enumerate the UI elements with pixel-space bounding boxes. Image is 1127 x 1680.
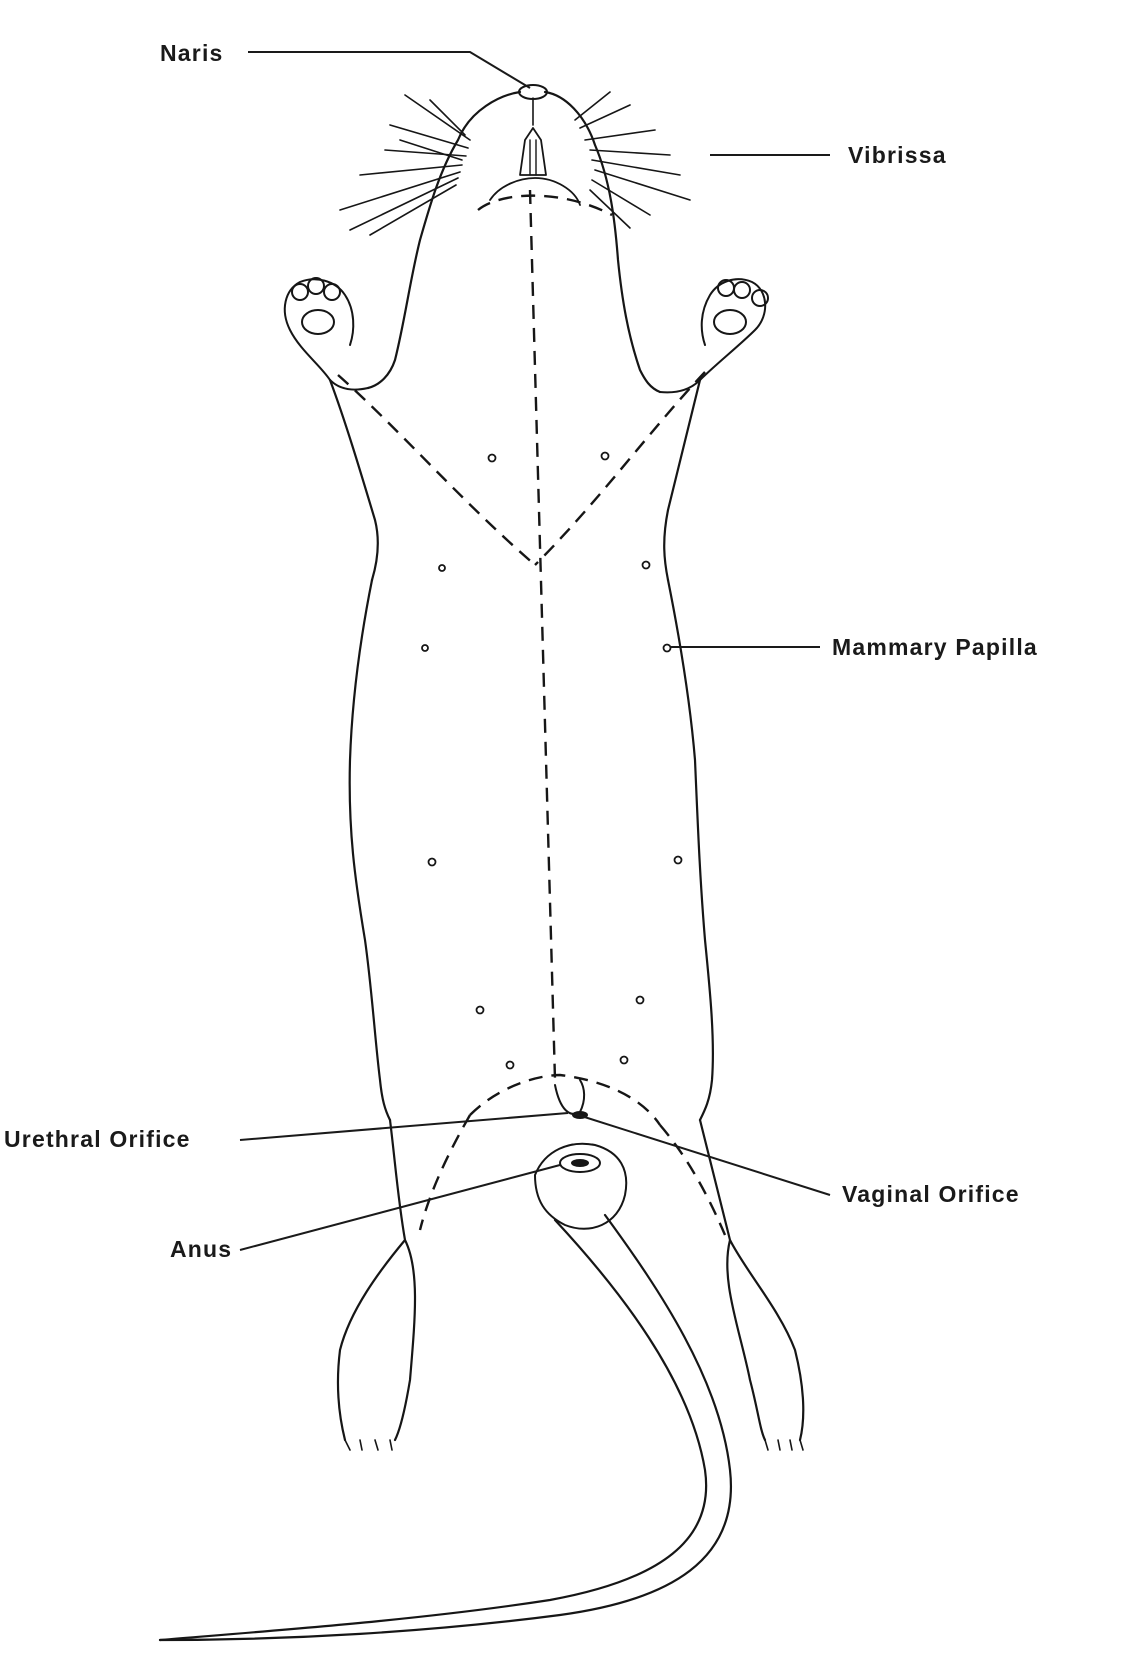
right-forepaw (699, 278, 769, 381)
neck-dashed-arc (477, 194, 613, 217)
mammary-papillae (421, 451, 683, 1070)
perineum (534, 1142, 628, 1230)
right-leg-dashed (659, 1124, 727, 1236)
head-outline-right (543, 90, 662, 394)
left-arm (328, 378, 379, 582)
urethral-orifice-leader (239, 1112, 569, 1141)
right-hind-leg (698, 1118, 805, 1442)
midline-dashed (528, 189, 557, 1081)
label-vaginal-orifice: Vaginal Orifice (842, 1181, 1020, 1207)
label-mammary-papilla: Mammary Papilla (832, 634, 1038, 660)
label-naris: Naris (160, 40, 224, 66)
head-outline (366, 90, 522, 390)
label-vibrissa: Vibrissa (848, 142, 947, 168)
tail (158, 1218, 708, 1642)
pelvic-dashed-arc (469, 1073, 661, 1126)
left-forepaw (283, 277, 355, 381)
body-right-side (666, 578, 714, 1122)
incisors (519, 127, 547, 176)
left-hind-leg (336, 1118, 417, 1442)
anus-shape (559, 1153, 601, 1173)
right-chest-dashed (534, 371, 706, 566)
label-urethral-orifice: Urethral Orifice (4, 1126, 191, 1152)
naris-leader (248, 51, 531, 89)
body-left-side (348, 578, 392, 1122)
left-leg-dashed (418, 1114, 472, 1231)
left-chest-dashed (337, 374, 536, 566)
label-anus: Anus (170, 1236, 233, 1262)
vibrissae-right (574, 91, 691, 229)
vaginal-orifice-leader (574, 1113, 831, 1196)
anus-leader (239, 1164, 561, 1251)
right-arm (663, 378, 702, 582)
